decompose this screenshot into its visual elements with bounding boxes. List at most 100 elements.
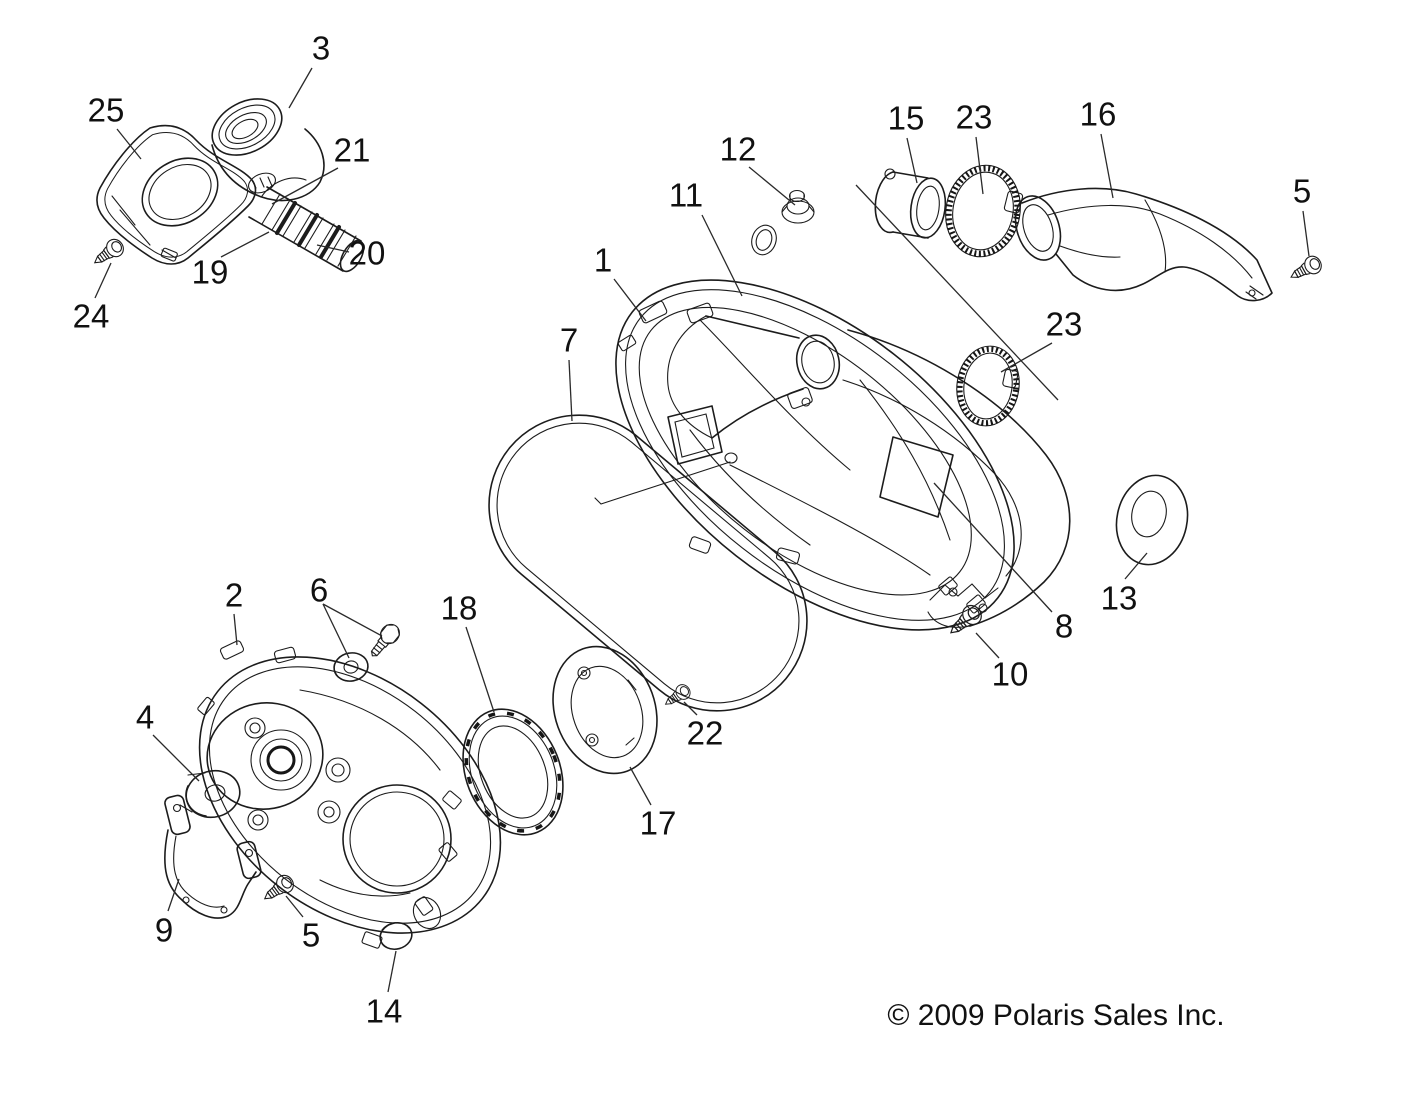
- callout-number: 24: [73, 298, 110, 335]
- callout-number: 14: [366, 993, 403, 1030]
- part-flange-bolt: [370, 623, 400, 657]
- callout-number: 8: [1055, 608, 1073, 645]
- callout-number: 20: [349, 235, 386, 272]
- part-intake-elbow-hose: [211, 98, 365, 273]
- callout-14: 14: [366, 950, 403, 1030]
- callout-number: 23: [1046, 306, 1083, 343]
- hose-corrugations: [261, 193, 357, 267]
- callout-10: 10: [975, 632, 1029, 693]
- callout-11: 11: [669, 177, 743, 297]
- callout-number: 5: [1293, 173, 1311, 210]
- callout-12: 12: [720, 131, 796, 206]
- copyright-text: © 2009 Polaris Sales Inc.: [887, 999, 1224, 1032]
- callout-number: 4: [136, 699, 154, 736]
- callout-leader-line: [271, 167, 339, 205]
- callout-23m: 23: [855, 184, 1083, 401]
- callout-number: 3: [312, 30, 330, 67]
- part-inner-clutch-cover: [197, 640, 502, 949]
- callout-number: 22: [687, 715, 724, 752]
- callout-number: 2: [225, 577, 243, 614]
- callout-leader-line: [94, 262, 112, 299]
- callout-number: 15: [888, 100, 925, 137]
- callout-8: 8: [933, 482, 1073, 645]
- part-bracket: [164, 794, 262, 919]
- callout-leader-line: [1100, 133, 1114, 199]
- callout-leader-line: [322, 603, 383, 637]
- callout-16: 16: [1080, 96, 1116, 199]
- callout-18: 18: [441, 590, 495, 713]
- callout-leader-line: [933, 482, 1053, 613]
- callout-5a: 5: [1293, 173, 1311, 257]
- callout-6: 6: [310, 572, 383, 659]
- callout-leader-line: [855, 184, 1059, 401]
- callout-5b: 5: [285, 895, 320, 954]
- callout-1: 1: [594, 242, 647, 322]
- callout-number: 11: [669, 177, 703, 214]
- callout-number: 25: [88, 92, 125, 129]
- callout-9: 9: [155, 878, 180, 949]
- callout-number: 21: [334, 132, 371, 169]
- callout-leader-line: [233, 613, 238, 646]
- part-duct-boot: [96, 124, 257, 265]
- part-outlet-duct: [1014, 187, 1273, 302]
- callout-17: 17: [629, 766, 677, 842]
- part-seal-ring: [462, 708, 564, 836]
- part-tube-adapter: [874, 168, 947, 239]
- callout-24: 24: [73, 262, 112, 335]
- callout-number: 10: [992, 656, 1029, 693]
- callout-number: 18: [441, 590, 478, 627]
- callout-number: 12: [720, 131, 757, 168]
- callout-number: 23: [956, 99, 993, 136]
- callout-leader-line: [465, 626, 495, 713]
- callout-22: 22: [683, 701, 724, 752]
- screw-24: [88, 235, 128, 271]
- part-retainer-plate: [552, 645, 658, 775]
- callout-number: 17: [640, 805, 677, 842]
- callout-leader-line: [906, 137, 918, 184]
- callout-leader-line: [152, 734, 200, 782]
- callout-leader-line: [568, 359, 573, 422]
- callout-number: 19: [192, 254, 229, 291]
- callout-leader-line: [322, 603, 350, 659]
- callout-leader-line: [1124, 552, 1148, 580]
- screw-5-top: [1286, 252, 1325, 286]
- callout-leader-line: [288, 67, 313, 109]
- callout-leader-line: [285, 895, 304, 918]
- callout-leader-line: [748, 166, 796, 206]
- part-grommet: [781, 189, 815, 224]
- callout-leader-line: [975, 632, 1000, 659]
- callout-leader-line: [167, 878, 180, 912]
- callout-3: 3: [288, 30, 330, 109]
- callout-21: 21: [271, 132, 371, 205]
- callout-leader-line: [613, 278, 647, 322]
- callout-19: 19: [192, 231, 270, 291]
- callout-leader-line: [683, 701, 698, 716]
- callout-number: 7: [560, 322, 578, 359]
- callout-number: 6: [310, 572, 328, 609]
- callout-number: 9: [155, 912, 173, 949]
- part-outer-clutch-cover: [594, 279, 1071, 631]
- callout-20: 20: [316, 235, 386, 272]
- callout-7: 7: [560, 322, 578, 422]
- part-hose-clamp-mid: [956, 345, 1020, 427]
- callout-4: 4: [136, 699, 200, 782]
- callout-number: 13: [1101, 580, 1138, 617]
- callout-leader-line: [701, 214, 743, 297]
- callout-leader-line: [629, 766, 652, 806]
- part-seal-washer: [751, 224, 777, 256]
- callout-leader-line: [316, 244, 350, 253]
- part-hose-clamp-top: [945, 164, 1024, 258]
- callout-number: 5: [302, 917, 320, 954]
- callout-leader-line: [1000, 342, 1053, 373]
- callout-number: 1: [594, 242, 612, 279]
- callout-13: 13: [1101, 552, 1148, 617]
- callout-leader-line: [116, 128, 142, 160]
- callout-25: 25: [88, 92, 142, 160]
- screw-5-bottom: [258, 871, 298, 907]
- callout-23t: 23: [956, 99, 993, 195]
- part-drive-belt: [488, 414, 808, 712]
- callout-leader-line: [1302, 210, 1310, 257]
